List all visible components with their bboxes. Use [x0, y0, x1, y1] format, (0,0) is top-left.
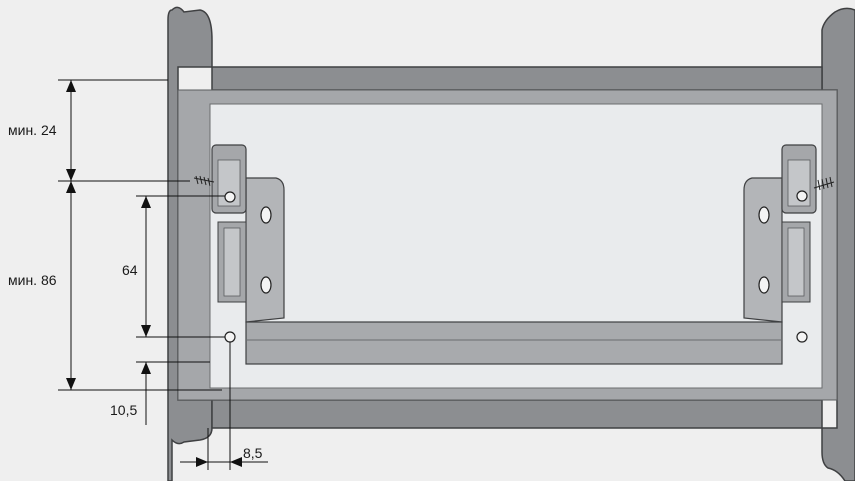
arrowhead	[141, 362, 151, 374]
label-hole-spacing: 64	[122, 262, 138, 278]
bottom-panel	[211, 399, 823, 429]
right-runner-bracket	[743, 144, 817, 323]
arrowhead	[66, 181, 76, 193]
slot-hole	[260, 206, 272, 224]
arrowhead	[66, 378, 76, 390]
mount-hole	[224, 191, 236, 203]
label-side-offset: 8,5	[243, 445, 263, 461]
top-panel	[211, 66, 823, 91]
arrowhead	[141, 325, 151, 337]
label-top-clearance: мин. 24	[8, 122, 57, 138]
right-adjust-screw	[813, 176, 835, 191]
slot-hole	[758, 276, 770, 294]
arrowhead	[141, 196, 151, 208]
arrowhead	[66, 80, 76, 92]
bottom-rail	[245, 321, 783, 365]
lower-mount-hole-right	[796, 331, 808, 343]
right-cabinet-wall	[821, 7, 855, 481]
arrowhead	[196, 457, 208, 467]
label-bottom-offset: 10,5	[110, 402, 137, 418]
mount-hole	[796, 190, 808, 202]
arrowhead	[66, 169, 76, 181]
arrowhead	[230, 457, 242, 467]
left-runner-bracket	[211, 144, 285, 323]
left-adjust-screw	[193, 175, 215, 187]
label-side-height: мин. 86	[8, 272, 57, 288]
slot-hole	[260, 276, 272, 294]
lower-mount-hole	[224, 331, 236, 343]
slot-hole	[758, 206, 770, 224]
